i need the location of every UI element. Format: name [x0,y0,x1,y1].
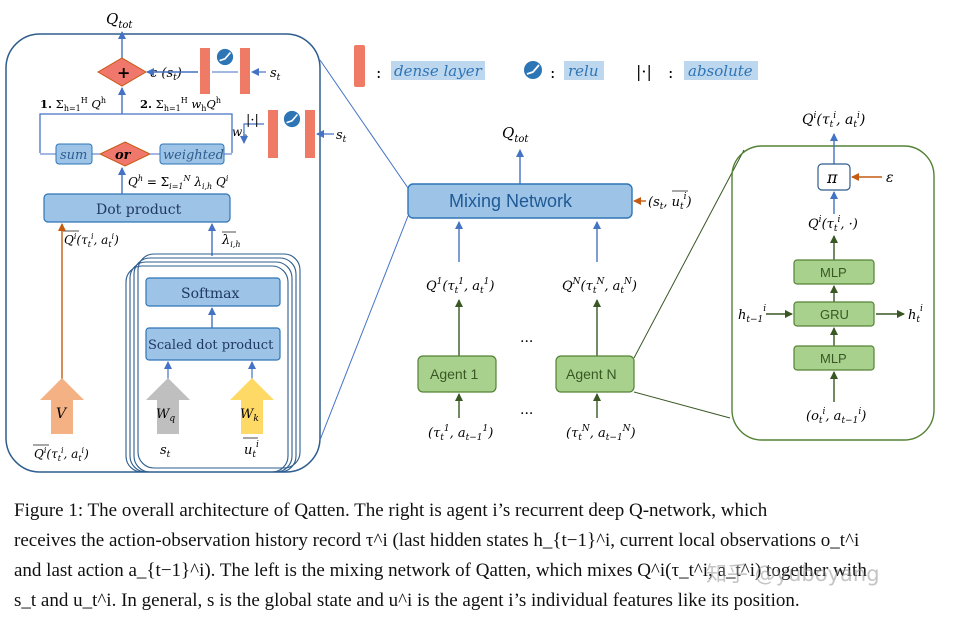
pi-policy-box [817,163,851,191]
caption-line-1: Figure 1: The overall architecture of Qa… [14,500,768,521]
caption-line-3: and last action a_{t−1}^i). The left is … [14,560,867,581]
agent-n-box [555,355,635,393]
agent-1-label: Agent 1 [430,366,478,382]
lambda-label: λi,h [221,233,241,249]
top-relu-icon [216,48,234,66]
zhihu-watermark: 知乎 @yuboyang [706,562,880,586]
mid-st-label: st [336,128,347,145]
legend-label-highlight [391,61,485,80]
plus-symbol: + [117,63,130,82]
legend: : dense layer : relu |·| : absolute [354,45,758,87]
qi-dot-label: Qi(τti, ·) [808,215,858,234]
legend-label-highlight [684,61,758,80]
attention-head-frame-4 [137,253,301,469]
legend-absolute-icon: |·| [636,62,652,81]
agent-dots-top: ... [520,330,533,346]
mlp-bottom-box [793,345,875,371]
softmax-box [145,277,281,307]
middle-system-overview: Qtot Mixing Network (st, uti) Q1(τt1, at… [407,124,692,443]
or-node [98,141,152,167]
st-bottom-label: st [160,443,171,460]
agent-dots-bottom: ... [520,402,533,418]
legend-absolute-label: absolute [688,62,753,80]
q1-label: Q1(τt1, at1) [426,277,494,296]
weighted-formula: 2. Σh=1H whQh [140,96,221,113]
mlp-top-box [793,259,875,285]
qh-formula: Qh = Σi=1N λi,h Qi [128,174,229,191]
wq-projection-arrow [146,378,190,434]
right-panel-agent-network: Qi(τti, ati) π ε Qi(τti, ·) MLP GRU ht−1… [731,111,935,441]
agent-1-box [417,355,497,393]
or-label: or [115,148,132,163]
sum-label: sum [60,148,87,163]
sum-formula: 1. Σh=1H Qh [40,96,106,113]
qn-label: QN(τtN, atN) [562,277,637,296]
legend-colon-1: : [376,63,381,82]
qi-bottom-label: Qi(τti, ati) [34,446,89,463]
v-label: V [56,406,68,422]
qi-vector-label: Qi(τti, ati) [64,232,119,249]
agent-n-input-label: (τtN, at−1N) [566,424,636,443]
legend-relu-icon [523,60,543,80]
epsilon-label: ε [886,170,894,186]
figure-caption: Figure 1: The overall architecture of Qa… [14,496,944,616]
softmax-label: Softmax [181,286,239,302]
dot-product-label: Dot product [96,202,182,218]
abs-icon: |·| [246,113,259,128]
legend-dense-label: dense layer [394,62,483,80]
legend-colon-2: : [550,63,555,82]
right-qi-top-label: Qi(τti, ati) [802,111,865,130]
scaled-dot-product-box [145,327,281,361]
mlp-top-label: MLP [820,265,847,280]
top-dense-layer-2 [240,48,250,94]
h-next-label: hti [908,304,923,325]
legend-colon-3: : [668,63,673,82]
left-panel-mixing-detail: Qtot + c (st) st 1. Σh=1H Qh 2. Σh=1H wh… [5,10,347,473]
v-projection-arrow [40,378,84,434]
h-prev-label: ht−1i [738,304,766,325]
plus-node [97,57,147,87]
pi-label: π [826,168,838,187]
scaled-dot-product-label: Scaled dot product [148,338,274,353]
legend-relu-label: relu [568,62,599,80]
legend-label-highlight [564,61,604,80]
mid-dense-layer-2 [305,110,315,158]
caption-line-2: receives the action-observation history … [14,530,860,551]
mlp-bottom-label: MLP [820,351,847,366]
attention-head-frame-1 [125,265,289,473]
agent-1-input-label: (τt1, at−11) [428,424,493,443]
agent-n-label: Agent N [566,366,617,382]
caption-line-4: s_t and u_t^i. In general, s is the glob… [14,590,800,611]
top-dense-layer-1 [200,48,210,94]
mid-relu-icon [283,110,301,128]
gru-box [793,301,875,327]
mixing-network-label: Mixing Network [449,191,573,211]
right-panel-frame [731,145,935,441]
mixing-network-box [407,183,633,219]
top-st-label: st [270,66,281,83]
st-ut-label: (st, uti) [648,192,692,212]
mid-q-tot-label: Qtot [502,124,529,145]
observation-input-label: (oti, at−1i) [806,407,866,426]
qatten-architecture-diagram: : dense layer : relu |·| : absolute Qtot… [5,10,935,473]
legend-dense-layer-icon [354,45,365,87]
weighted-label: weighted [163,148,224,163]
gru-label: GRU [820,307,849,322]
mid-dense-layer-1 [268,110,278,158]
ut-bottom-label: uti [244,440,259,460]
dot-product-box [43,193,231,223]
c-st-label: c (st) [150,66,182,83]
left-q-tot-label: Qtot [106,10,133,31]
wk-projection-arrow [230,378,274,434]
